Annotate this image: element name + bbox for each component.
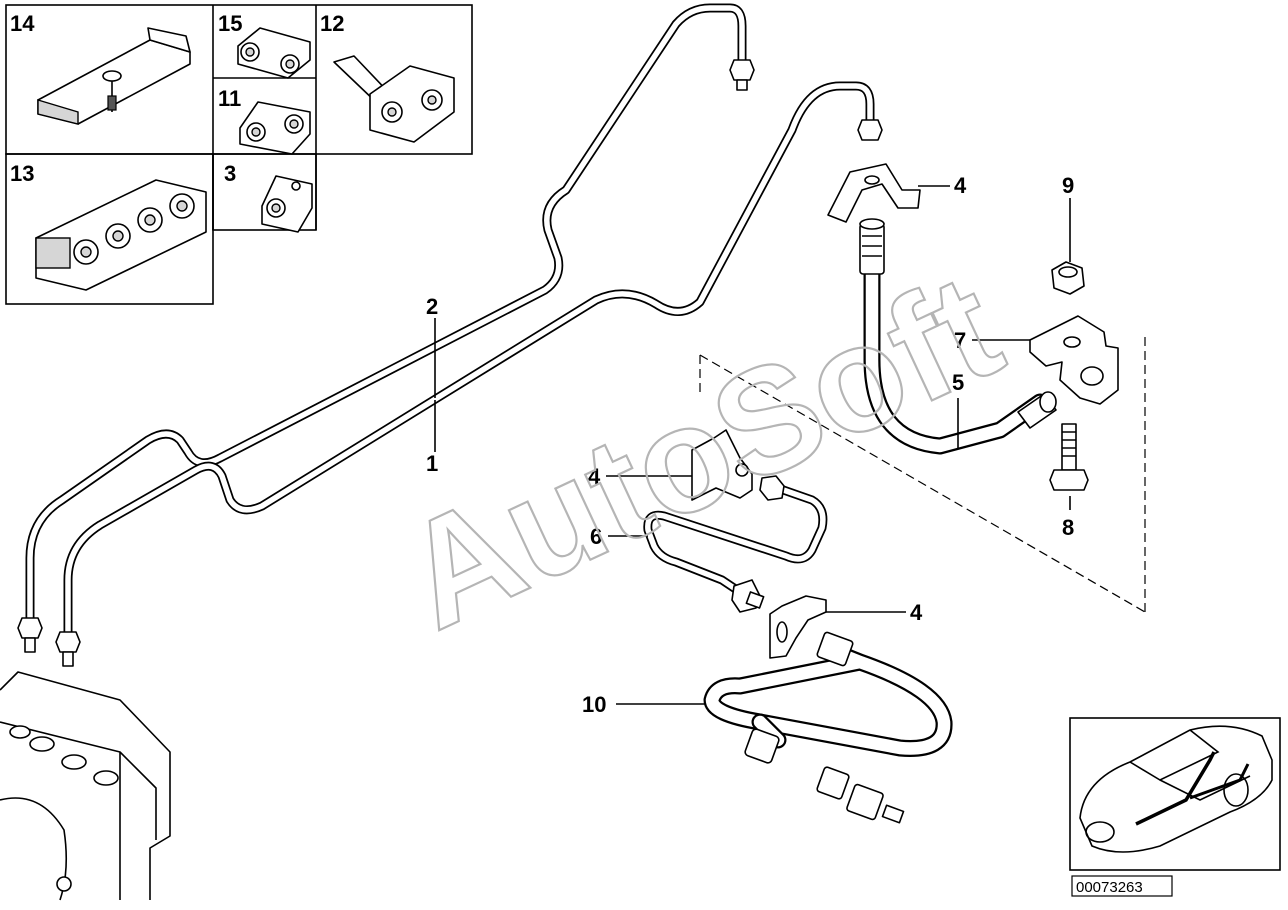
- part-11-clip: [239, 101, 311, 155]
- inset-grid: [5, 4, 473, 305]
- car-locator: [1069, 717, 1281, 871]
- part-8-bolt: [1049, 423, 1089, 491]
- callout-4-middle: 4: [588, 464, 601, 489]
- callout-4-upper: 4: [954, 173, 967, 198]
- leader-lines: [434, 185, 1071, 705]
- part-15-clip: [237, 27, 311, 79]
- callout-12: 12: [320, 11, 344, 36]
- part-13-holder: [35, 179, 207, 291]
- callout-9: 9: [1062, 173, 1074, 198]
- callout-6: 6: [590, 524, 602, 549]
- brake-pipe-2: [25, 3, 747, 625]
- part-6-hose: [643, 475, 828, 613]
- callout-13: 13: [10, 161, 34, 186]
- part-4-bracket-upper: [827, 163, 921, 223]
- callout-5: 5: [952, 370, 964, 395]
- part-4-bracket-lower: [769, 595, 827, 659]
- part-3-clip: [261, 175, 313, 233]
- brake-pipe-1: [63, 81, 875, 645]
- callout-8: 8: [1062, 515, 1074, 540]
- part-12-bracket: [333, 55, 455, 143]
- callout-1: 1: [426, 451, 438, 476]
- callout-14: 14: [10, 11, 35, 36]
- callout-10: 10: [582, 692, 606, 717]
- reference-box: 00073263: [1071, 875, 1173, 897]
- callout-15: 15: [218, 11, 242, 36]
- pipe-fittings: [17, 59, 883, 667]
- callout-2: 2: [426, 294, 438, 319]
- assembly-outline: [699, 332, 1146, 613]
- callout-3: 3: [224, 161, 236, 186]
- part-4-bracket-middle: [691, 429, 753, 501]
- part-14-bracket: [37, 27, 191, 125]
- callout-11: 11: [218, 86, 241, 111]
- callouts: 14 15 12 11 13 3 2 1 4 9 7 5 4 8 6 4 10: [10, 11, 1074, 717]
- reference-number: 00073263: [1076, 879, 1143, 896]
- part-5-hose: [859, 218, 1057, 455]
- part-10-hose: [703, 631, 953, 824]
- abs-unit: [0, 671, 171, 901]
- callout-4-lower: 4: [910, 600, 923, 625]
- part-7-bracket: [1029, 315, 1119, 405]
- part-9-nut: [1051, 261, 1085, 295]
- callout-7: 7: [954, 328, 966, 353]
